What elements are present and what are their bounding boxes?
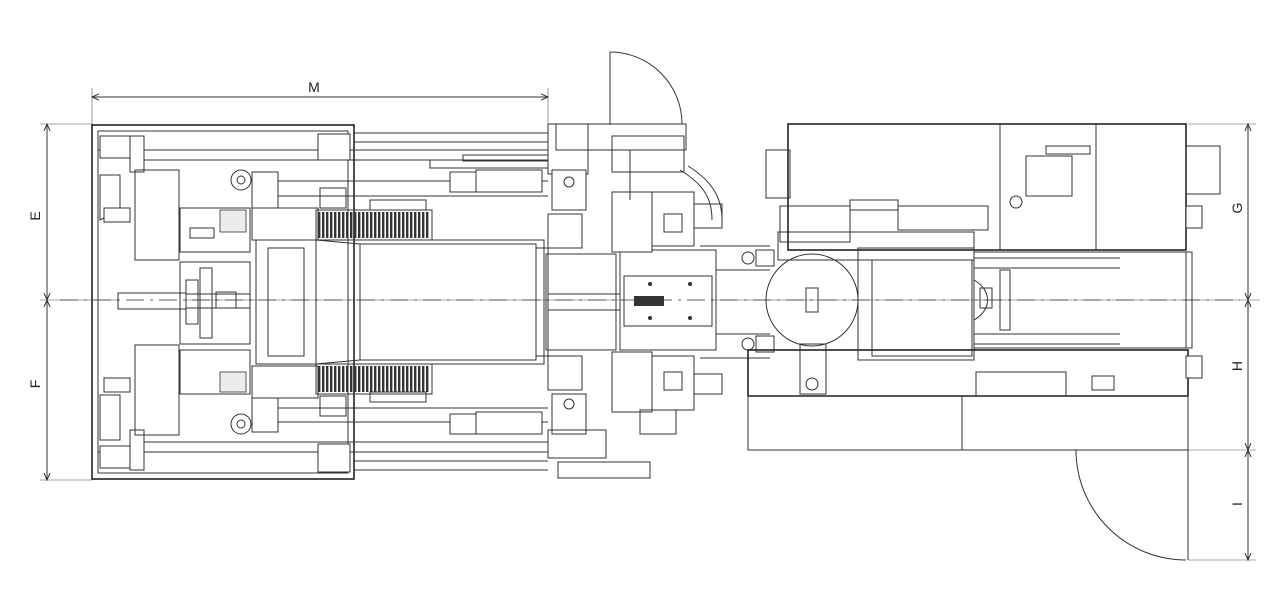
chain-link xyxy=(338,212,341,238)
chain-link xyxy=(406,366,409,392)
chain-link xyxy=(350,366,353,392)
chain-link xyxy=(390,212,393,238)
chain-link xyxy=(398,366,401,392)
chain-link xyxy=(394,366,397,392)
chain-link xyxy=(330,366,333,392)
center-conveyor-section xyxy=(255,154,549,435)
left-frame-section xyxy=(91,124,548,480)
dimension-label-h: H xyxy=(1229,361,1245,371)
dimension-label-g: G xyxy=(1229,203,1245,214)
chain-link xyxy=(382,366,385,392)
dimension-label-f: F xyxy=(27,380,43,389)
chain-link xyxy=(374,212,377,238)
chain-link xyxy=(350,212,353,238)
chain-link xyxy=(330,212,333,238)
chain-link xyxy=(378,212,381,238)
gearbox-bolts xyxy=(648,282,692,320)
chain-link xyxy=(378,366,381,392)
chain-link xyxy=(410,366,413,392)
chain-link xyxy=(370,366,373,392)
chain-link xyxy=(414,212,417,238)
chain-link xyxy=(390,366,393,392)
chain-link xyxy=(318,366,321,392)
chain-link xyxy=(354,366,357,392)
chain-link xyxy=(386,212,389,238)
chain-link xyxy=(406,212,409,238)
chain-link xyxy=(422,212,425,238)
chain-link xyxy=(346,366,349,392)
dimension-label-i: I xyxy=(1229,502,1245,506)
chain-top xyxy=(315,209,433,241)
chain-bottom xyxy=(315,363,433,395)
chain-link xyxy=(358,212,361,238)
chain-link xyxy=(334,366,337,392)
chain-link xyxy=(386,366,389,392)
chain-link xyxy=(366,212,369,238)
chain-link xyxy=(342,212,345,238)
chain-link xyxy=(358,366,361,392)
chain-link xyxy=(362,366,365,392)
chain-link xyxy=(334,212,337,238)
chain-link xyxy=(370,212,373,238)
chain-link xyxy=(410,212,413,238)
chain-link xyxy=(402,212,405,238)
chain-link xyxy=(374,366,377,392)
chain-link xyxy=(382,212,385,238)
chain-link xyxy=(402,366,405,392)
chain-link xyxy=(418,366,421,392)
chain-link xyxy=(366,366,369,392)
chain-link xyxy=(362,212,365,238)
chain-link xyxy=(326,212,329,238)
chain-link xyxy=(338,366,341,392)
chain-link xyxy=(414,366,417,392)
right-housing-section xyxy=(747,123,1221,561)
chain-link xyxy=(322,212,325,238)
transfer-section xyxy=(545,51,775,479)
chain-link xyxy=(342,366,345,392)
chain-link xyxy=(422,366,425,392)
chain-link xyxy=(326,366,329,392)
dimension-label-m: M xyxy=(308,79,320,95)
chain-link xyxy=(394,212,397,238)
dimension-label-e: E xyxy=(27,211,43,220)
chain-link xyxy=(318,212,321,238)
chain-link xyxy=(426,212,429,238)
chain-link xyxy=(398,212,401,238)
chain-link xyxy=(418,212,421,238)
chain-link xyxy=(322,366,325,392)
chain-link xyxy=(346,212,349,238)
chain-link xyxy=(426,366,429,392)
chain-link xyxy=(354,212,357,238)
